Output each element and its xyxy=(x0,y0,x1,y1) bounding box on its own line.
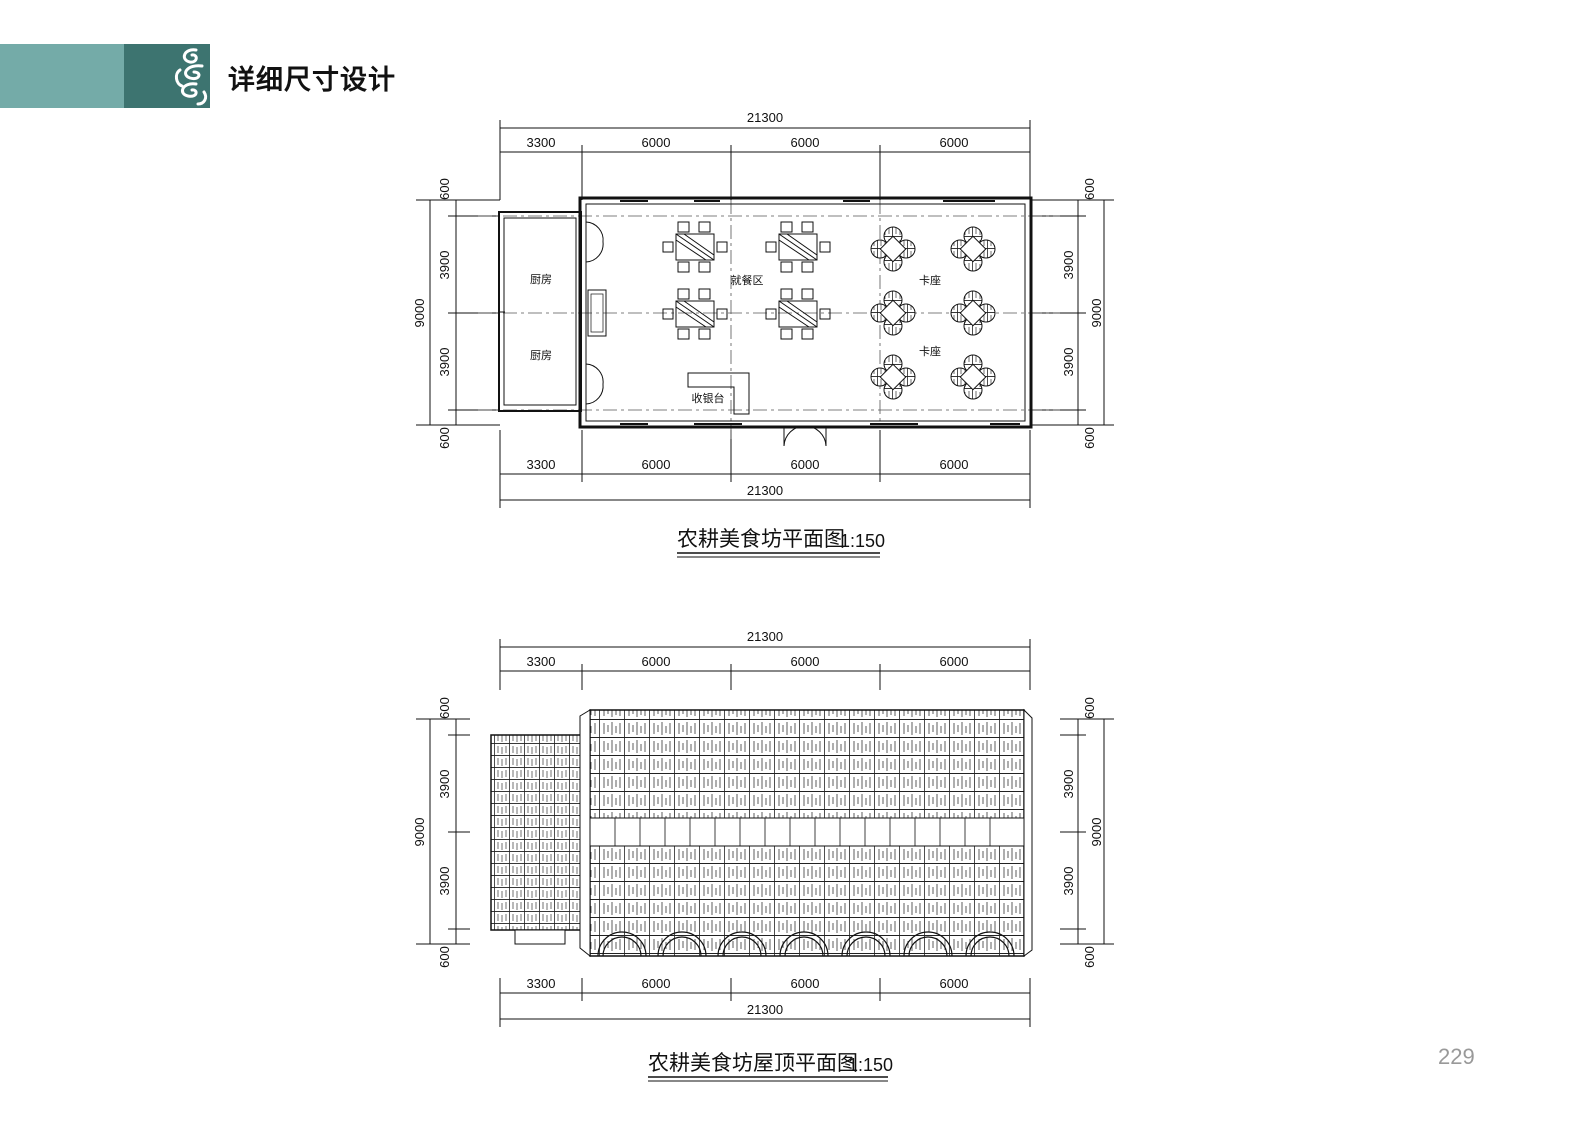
roof-dim-bottom-3: 6000 xyxy=(791,976,820,991)
floor-dim-right-3: 3900 xyxy=(1061,348,1076,377)
roof-dim-total-bottom: 21300 xyxy=(747,1002,783,1017)
room-label-booth-1: 卡座 xyxy=(919,273,941,287)
room-label-booth-2: 卡座 xyxy=(919,344,941,358)
page-title: 详细尺寸设计 xyxy=(228,65,396,96)
dining-table-3 xyxy=(662,288,728,340)
door-kitchen-bottom xyxy=(585,363,604,405)
dining-table-4 xyxy=(765,288,831,340)
floor-plan-caption: 农耕美食坊平面图 1:150 xyxy=(677,527,885,558)
floor-dim-top-1: 3300 xyxy=(527,135,556,150)
pass-through-counter xyxy=(587,289,607,337)
floor-dim-total-bottom: 21300 xyxy=(747,483,783,498)
roof-plan-caption: 农耕美食坊屋顶平面图 1:150 xyxy=(648,1051,893,1082)
roof-dim-top-2: 6000 xyxy=(642,654,671,669)
floor-dim-bottom-1: 3300 xyxy=(527,457,556,472)
floor-dim-right-4: 600 xyxy=(1082,427,1097,449)
booth-table-5 xyxy=(870,354,916,400)
booth-table-2 xyxy=(950,226,996,272)
floor-dim-left-4: 600 xyxy=(437,427,452,449)
floor-dim-right-total: 9000 xyxy=(1089,299,1104,328)
kitchen-wing-wall xyxy=(498,211,582,412)
booth-table-1 xyxy=(870,226,916,272)
windows xyxy=(620,200,1020,425)
roof-plan xyxy=(416,639,1114,1027)
roof-top-dimensions xyxy=(499,639,1031,690)
roof-plan-title: 农耕美食坊屋顶平面图 xyxy=(648,1051,858,1075)
roof-dim-left-1: 600 xyxy=(437,697,452,719)
roof-dim-bottom-1: 3300 xyxy=(527,976,556,991)
door-kitchen-top xyxy=(585,221,604,263)
floor-dim-bottom-2: 6000 xyxy=(642,457,671,472)
floor-dim-left-1: 600 xyxy=(437,178,452,200)
dining-table-1 xyxy=(662,221,728,273)
cashier-counter xyxy=(687,372,750,415)
booth-table-6 xyxy=(950,354,996,400)
floor-plan-scale: 1:150 xyxy=(840,531,885,551)
floor-bottom-dimensions xyxy=(499,430,1031,508)
dining-table-2 xyxy=(765,221,831,273)
roof-dim-top-4: 6000 xyxy=(940,654,969,669)
floor-dimension-labels: 21300 3300 6000 6000 6000 3300 6000 6000… xyxy=(412,110,1104,498)
roof-dim-left-total: 9000 xyxy=(412,818,427,847)
main-roof xyxy=(579,708,1033,958)
room-label-cashier: 收银台 xyxy=(692,391,725,405)
floor-left-dimensions xyxy=(416,199,500,426)
room-labels: 厨房 厨房 就餐区 卡座 卡座 收银台 xyxy=(530,273,941,405)
header-band xyxy=(0,44,124,108)
roof-dim-left-4: 600 xyxy=(437,946,452,968)
floor-dim-left-3: 3900 xyxy=(437,348,452,377)
roof-dim-top-1: 3300 xyxy=(527,654,556,669)
roof-dim-left-2: 3900 xyxy=(437,770,452,799)
roof-dim-right-1: 600 xyxy=(1082,697,1097,719)
floor-plan-title: 农耕美食坊平面图 xyxy=(677,527,845,551)
roof-dim-left-3: 3900 xyxy=(437,867,452,896)
floor-dim-total-top: 21300 xyxy=(747,110,783,125)
floor-plan xyxy=(416,120,1114,508)
roof-plan-scale: 1:150 xyxy=(848,1055,893,1075)
roof-dim-top-3: 6000 xyxy=(791,654,820,669)
roof-dim-right-4: 600 xyxy=(1082,946,1097,968)
floor-dim-top-3: 6000 xyxy=(791,135,820,150)
floor-right-dimensions xyxy=(1030,199,1114,426)
roof-right-dimensions xyxy=(1060,718,1114,945)
floor-dim-top-4: 6000 xyxy=(940,135,969,150)
kitchen-roof xyxy=(490,734,584,945)
roof-dim-right-2: 3900 xyxy=(1061,770,1076,799)
floor-dim-right-2: 3900 xyxy=(1061,251,1076,280)
roof-eave-arches xyxy=(597,931,1015,957)
room-label-kitchen-2: 厨房 xyxy=(530,349,552,362)
main-entrance-door xyxy=(783,425,827,447)
booth-table-3 xyxy=(870,290,916,336)
booth-table-4 xyxy=(950,290,996,336)
roof-dim-bottom-2: 6000 xyxy=(642,976,671,991)
room-label-kitchen-1: 厨房 xyxy=(530,273,552,286)
floor-dim-right-1: 600 xyxy=(1082,178,1097,200)
floor-top-dimensions xyxy=(499,120,1031,200)
page-number: 229 xyxy=(1438,1044,1475,1069)
roof-left-dimensions xyxy=(416,718,470,945)
floor-dim-top-2: 6000 xyxy=(642,135,671,150)
roof-dim-right-total: 9000 xyxy=(1089,818,1104,847)
floor-dim-bottom-3: 6000 xyxy=(791,457,820,472)
roof-dimension-labels: 21300 3300 6000 6000 6000 3300 6000 6000… xyxy=(412,629,1104,1017)
floor-dim-left-total: 9000 xyxy=(412,299,427,328)
roof-dim-total-top: 21300 xyxy=(747,629,783,644)
roof-dim-bottom-4: 6000 xyxy=(940,976,969,991)
roof-dim-right-3: 3900 xyxy=(1061,867,1076,896)
floor-dim-left-2: 3900 xyxy=(437,251,452,280)
floor-dim-bottom-4: 6000 xyxy=(940,457,969,472)
roof-bottom-dimensions xyxy=(499,978,1031,1027)
room-label-dining-area: 就餐区 xyxy=(731,273,764,287)
cloud-ornament-icon xyxy=(174,48,208,106)
